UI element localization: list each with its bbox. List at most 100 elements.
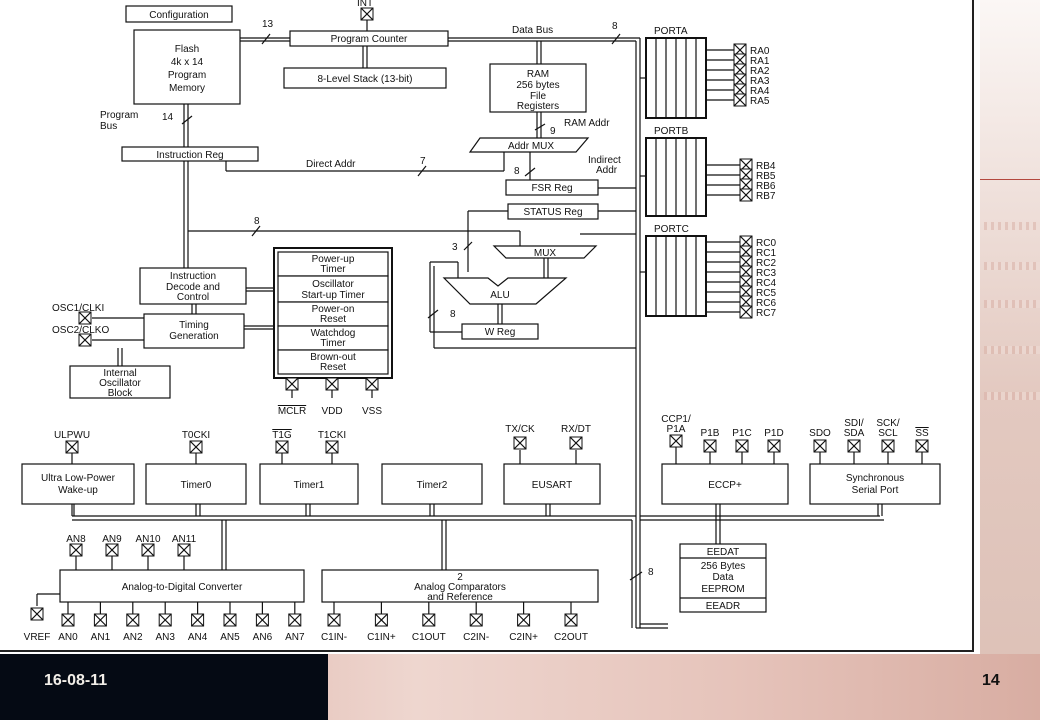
vdd-pin-box — [325, 377, 339, 391]
bus-width-data-bus: 8 — [612, 21, 618, 32]
decode-line3: Control — [177, 292, 209, 303]
program-bus-label-2: Bus — [100, 121, 117, 132]
portb-pin-box — [739, 188, 753, 202]
osc-startup-line2: Start-up Timer — [301, 290, 365, 301]
adc-block — [59, 569, 305, 603]
eccp-block — [661, 463, 789, 505]
alu-label: ALU — [490, 290, 509, 301]
porta-pin-label: RA0 — [750, 46, 770, 57]
portb-pin-box — [739, 158, 753, 172]
bus-width-program-bus: 14 — [162, 112, 174, 123]
portc-pin-label: RC1 — [756, 248, 776, 259]
sdo-label: SDO — [809, 428, 831, 439]
eusart-block — [503, 463, 601, 505]
p1b-pin-box — [703, 439, 717, 453]
configuration-box — [125, 5, 233, 23]
watchdog-line2: Timer — [320, 338, 346, 349]
oscillator-line3: Block — [108, 388, 133, 399]
tx-label: TX/CK — [505, 424, 535, 435]
vss-label: VSS — [362, 406, 382, 417]
program-bus-label-1: Program — [100, 110, 138, 121]
comparator-pin-box — [327, 613, 341, 627]
eusart-label: EUSART — [532, 480, 572, 491]
an-bottom-pin-box — [61, 613, 75, 627]
an-top-pin-label: AN9 — [102, 534, 122, 545]
porta-pin-label: RA3 — [750, 76, 770, 87]
ccp1-label-2: P1A — [667, 424, 686, 435]
flash-memory-block — [133, 29, 241, 105]
an-top-pin-box — [105, 543, 119, 557]
stack-label: 8-Level Stack (13-bit) — [317, 74, 412, 85]
rx-pin-box — [569, 436, 583, 450]
an-bottom-pin-box — [93, 613, 107, 627]
power-up-line2: Timer — [320, 264, 346, 275]
accent-rule — [980, 179, 1040, 180]
addr-mux-label: Addr MUX — [508, 141, 554, 152]
mclr-label: MCLR — [278, 406, 306, 417]
rx-label: RX/DT — [561, 424, 591, 435]
alu-block — [442, 277, 568, 305]
ram-file-label: File — [530, 91, 547, 102]
instruction-reg-label: Instruction Reg — [156, 150, 223, 161]
comp-line3: and Reference — [427, 592, 493, 603]
direct-addr-label: Direct Addr — [306, 159, 356, 170]
ssp-line2: Serial Port — [852, 485, 899, 496]
fsr-reg-block — [505, 179, 599, 196]
mclr-pin-box — [285, 377, 299, 391]
comparators-block — [321, 569, 599, 603]
ssp-block — [809, 463, 941, 505]
vdd-label: VDD — [321, 406, 342, 417]
ram-addr-label: RAM Addr — [564, 118, 610, 129]
ccp1-pin-box — [669, 434, 683, 448]
comparator-pin-label: C1IN- — [321, 632, 347, 643]
instruction-reg-block — [121, 146, 259, 162]
p1d-label: P1D — [764, 428, 783, 439]
ccp1-label-1: CCP1/ — [661, 414, 691, 425]
bus-width-pc: 13 — [262, 19, 274, 30]
internal-oscillator-block — [69, 365, 171, 399]
portb-pin-label: RB4 — [756, 161, 776, 172]
w-reg-label: W Reg — [485, 327, 516, 338]
an-bottom-pin-box — [223, 613, 237, 627]
an-bottom-pin-label: AN7 — [285, 632, 305, 643]
porta-label: PORTA — [654, 26, 688, 37]
an-bottom-pin-box — [158, 613, 172, 627]
configuration-label: Configuration — [149, 10, 208, 21]
t1g-pin-box — [275, 440, 289, 454]
portc-label: PORTC — [654, 224, 689, 235]
timer2-label: Timer2 — [417, 480, 448, 491]
mux-label: MUX — [534, 248, 557, 259]
int-pin-label: INT — [357, 0, 373, 9]
portc-pin-label: RC2 — [756, 258, 776, 269]
power-on-line2: Reset — [320, 314, 346, 325]
sdo-pin-box — [813, 439, 827, 453]
microcontroller-block-diagram: Configuration Flash 4k x 14 Program Memo… — [21, 0, 941, 643]
an-bottom-pin-box — [191, 613, 205, 627]
power-up-timer-block — [277, 251, 389, 277]
comparator-pin-box — [422, 613, 436, 627]
bus-width-eeprom: 8 — [648, 567, 654, 578]
addr-mux-block — [468, 137, 590, 153]
timing-line2: Generation — [169, 331, 218, 342]
an-bottom-pin-label: AN6 — [253, 632, 273, 643]
eedat-label: EEDAT — [707, 547, 740, 558]
p1d-pin-box — [767, 439, 781, 453]
eeprom-data-label: Data — [712, 572, 734, 583]
flash-memory-label: Memory — [169, 83, 205, 94]
ulpwu-pin-box — [65, 440, 79, 454]
brown-out-reset-block — [277, 349, 389, 375]
an-top-pin-box — [177, 543, 191, 557]
an-top-pin-label: AN10 — [135, 534, 160, 545]
flash-program-label: Program — [168, 70, 206, 81]
portc-pin-label: RC7 — [756, 308, 776, 319]
eccp-label: ECCP+ — [708, 480, 742, 491]
portb-pin-label: RB6 — [756, 181, 776, 192]
ss-label: SS — [915, 428, 929, 439]
t0cki-label: T0CKI — [182, 430, 210, 441]
portc-pin-label: RC0 — [756, 238, 776, 249]
comparator-pin-label: C2IN+ — [509, 632, 538, 643]
p1c-pin-box — [735, 439, 749, 453]
flash-size-label: 4k x 14 — [171, 57, 204, 68]
comparator-pin-label: C2OUT — [554, 632, 588, 643]
comparator-pin-box — [517, 613, 531, 627]
